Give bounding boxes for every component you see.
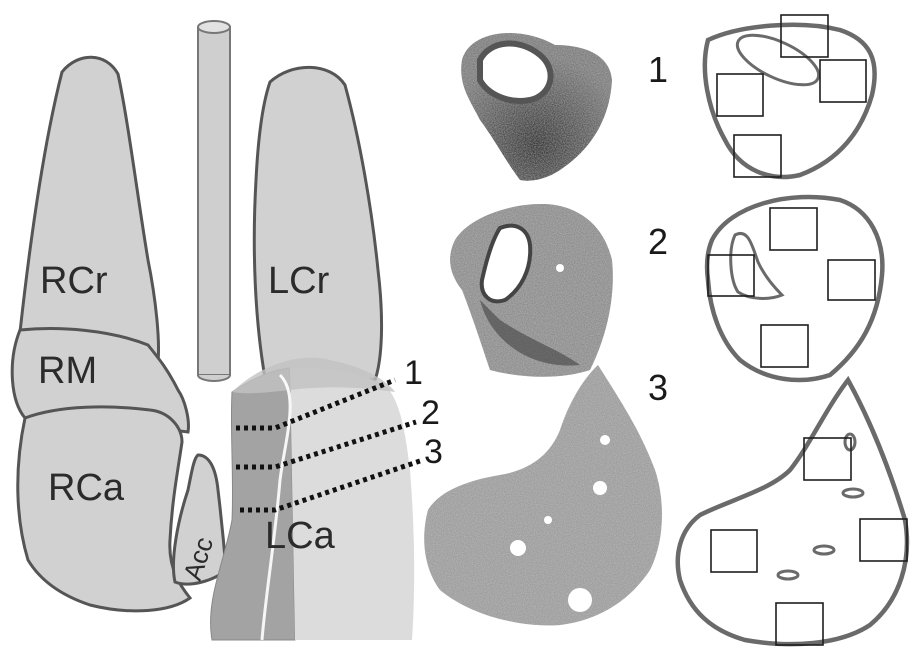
roi-box xyxy=(717,74,763,116)
roi-box xyxy=(860,519,907,561)
roi-box xyxy=(761,325,808,367)
cut-number-2: 2 xyxy=(421,394,440,432)
lobe-lcr xyxy=(254,67,381,380)
section-outline-2 xyxy=(707,197,882,380)
roi-box xyxy=(770,208,817,250)
roi-box xyxy=(776,603,823,645)
roi-box xyxy=(828,260,875,300)
section-number-3: 3 xyxy=(648,367,668,408)
section-outline-1 xyxy=(705,15,875,177)
section-outline-3 xyxy=(678,380,907,645)
label-rm: RM xyxy=(38,350,97,392)
section-number-1: 1 xyxy=(648,49,668,90)
label-rcr: RCr xyxy=(40,260,108,302)
tissue-section-3 xyxy=(424,365,662,625)
section-number-2: 2 xyxy=(648,221,668,262)
label-lcr: LCr xyxy=(268,260,330,302)
cut-number-1: 1 xyxy=(404,354,423,392)
cut-number-3: 3 xyxy=(424,433,443,471)
tissue-section-2 xyxy=(450,204,613,377)
lobe-rcr xyxy=(20,57,159,362)
vena-cava-tube xyxy=(198,21,230,381)
label-lca: LCa xyxy=(265,515,336,557)
roi-box xyxy=(711,530,757,572)
label-rca: RCa xyxy=(48,467,125,509)
tissue-section-1 xyxy=(461,33,612,181)
roi-box xyxy=(781,15,828,57)
roi-box xyxy=(820,60,866,102)
